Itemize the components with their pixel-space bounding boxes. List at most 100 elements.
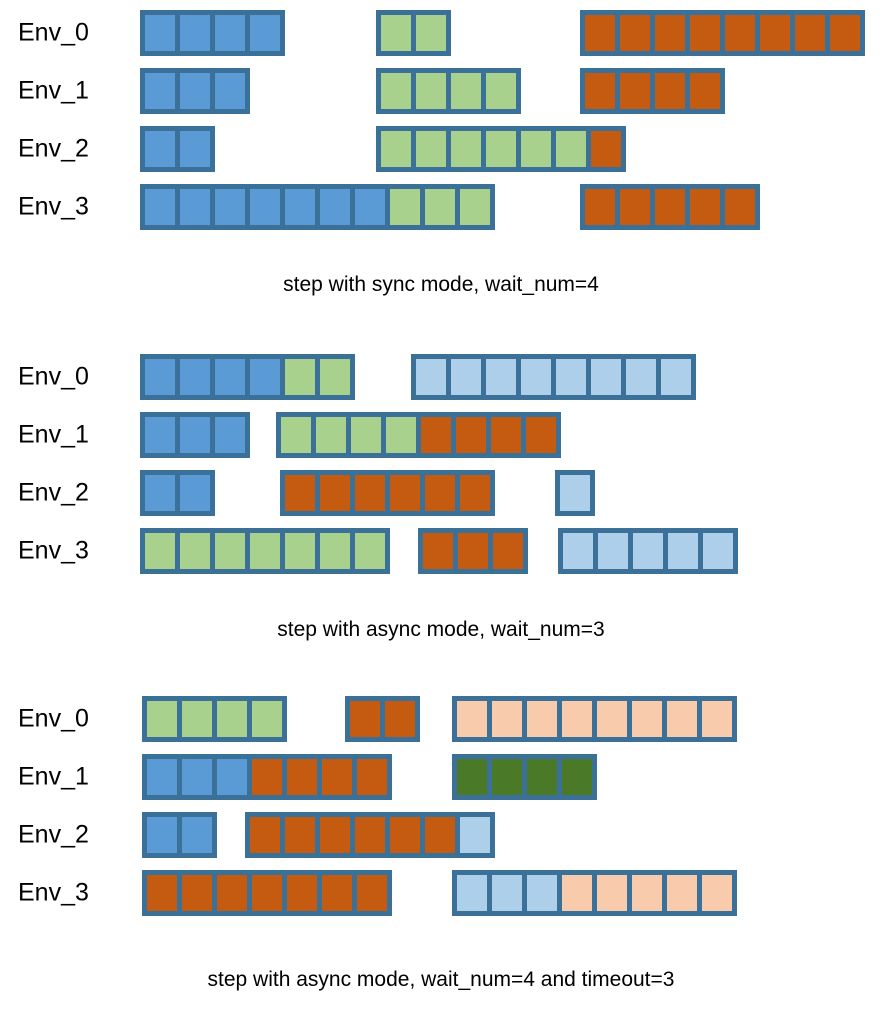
step-cell-blue: [215, 359, 245, 395]
row-label-env_1: Env_1: [18, 76, 89, 105]
step-cell-blue: [180, 15, 210, 51]
timeline-track: [0, 522, 882, 580]
step-cell-light-blue: [668, 533, 698, 569]
step-group: [580, 10, 865, 56]
step-group: [140, 470, 215, 516]
step-group: [276, 412, 561, 458]
step-cell-blue: [145, 359, 175, 395]
step-group: [558, 528, 738, 574]
timeline-row: Env_0: [0, 690, 882, 748]
step-cell-green: [281, 417, 311, 453]
step-cell-dark-green: [527, 759, 557, 795]
row-label-env_0: Env_0: [18, 362, 89, 391]
step-cell-orange: [425, 475, 455, 511]
step-cell-green: [460, 189, 490, 225]
step-cell-orange: [585, 15, 615, 51]
step-cell-orange: [252, 759, 282, 795]
step-cell-orange: [620, 189, 650, 225]
row-label-env_2: Env_2: [18, 820, 89, 849]
step-cell-light-blue: [451, 359, 481, 395]
row-label-env_2: Env_2: [18, 478, 89, 507]
timeline-row: Env_1: [0, 748, 882, 806]
timeline-track: [0, 864, 882, 922]
step-cell-orange: [795, 15, 825, 51]
step-group: [142, 812, 217, 858]
step-cell-orange: [458, 533, 488, 569]
timeline-track: [0, 690, 882, 748]
step-cell-light-blue: [486, 359, 516, 395]
step-cell-green: [416, 131, 446, 167]
row-label-env_0: Env_0: [18, 704, 89, 733]
step-cell-green: [381, 131, 411, 167]
step-cell-orange: [285, 475, 315, 511]
step-group: [245, 812, 495, 858]
step-cell-green: [416, 15, 446, 51]
step-cell-blue: [145, 475, 175, 511]
step-group: [418, 528, 528, 574]
step-cell-light-blue: [521, 359, 551, 395]
timeline-track: [0, 464, 882, 522]
step-cell-blue: [285, 189, 315, 225]
timeline-track: [0, 748, 882, 806]
step-cell-light-blue: [633, 533, 663, 569]
timeline-track: [0, 348, 882, 406]
step-cell-green: [351, 417, 381, 453]
step-cell-light-blue: [626, 359, 656, 395]
timeline-row: Env_3: [0, 178, 882, 236]
row-label-env_3: Env_3: [18, 878, 89, 907]
step-cell-blue: [180, 417, 210, 453]
step-cell-blue: [147, 817, 177, 853]
step-cell-green: [320, 359, 350, 395]
step-cell-orange: [760, 15, 790, 51]
step-group: [376, 126, 626, 172]
step-group: [580, 184, 760, 230]
step-cell-blue: [250, 359, 280, 395]
timeline-row: Env_1: [0, 406, 882, 464]
step-group: [140, 528, 390, 574]
row-label-env_3: Env_3: [18, 192, 89, 221]
step-cell-green: [217, 701, 247, 737]
step-cell-peach: [527, 701, 557, 737]
step-cell-orange: [390, 475, 420, 511]
step-cell-green: [556, 131, 586, 167]
timeline-row: Env_2: [0, 806, 882, 864]
timeline-track: [0, 4, 882, 62]
step-cell-blue: [145, 73, 175, 109]
step-cell-green: [486, 73, 516, 109]
step-cell-blue: [182, 759, 212, 795]
step-cell-orange: [830, 15, 860, 51]
step-cell-green: [215, 533, 245, 569]
step-cell-orange: [491, 417, 521, 453]
step-group: [140, 184, 495, 230]
step-cell-light-blue: [460, 817, 490, 853]
step-cell-peach: [667, 875, 697, 911]
step-group: [376, 10, 451, 56]
diagram-caption-sync-mode: step with sync mode, wait_num=4: [283, 273, 599, 296]
step-cell-orange: [725, 15, 755, 51]
timeline-track: [0, 62, 882, 120]
timeline-row: Env_0: [0, 348, 882, 406]
step-cell-orange: [655, 73, 685, 109]
step-cell-orange: [322, 875, 352, 911]
step-cell-light-blue: [591, 359, 621, 395]
step-group: [452, 870, 737, 916]
step-cell-orange: [147, 875, 177, 911]
row-label-env_0: Env_0: [18, 18, 89, 47]
timeline-row: Env_3: [0, 864, 882, 922]
step-cell-orange: [591, 131, 621, 167]
step-cell-light-blue: [563, 533, 593, 569]
timeline-row: Env_2: [0, 120, 882, 178]
step-group: [376, 68, 521, 114]
step-cell-orange: [287, 875, 317, 911]
step-cell-green: [145, 533, 175, 569]
step-group: [452, 696, 737, 742]
step-cell-orange: [355, 475, 385, 511]
step-cell-blue: [180, 189, 210, 225]
step-cell-blue: [182, 817, 212, 853]
step-cell-peach: [597, 875, 627, 911]
step-cell-peach: [597, 701, 627, 737]
step-cell-green: [390, 189, 420, 225]
timeline-row: Env_2: [0, 464, 882, 522]
